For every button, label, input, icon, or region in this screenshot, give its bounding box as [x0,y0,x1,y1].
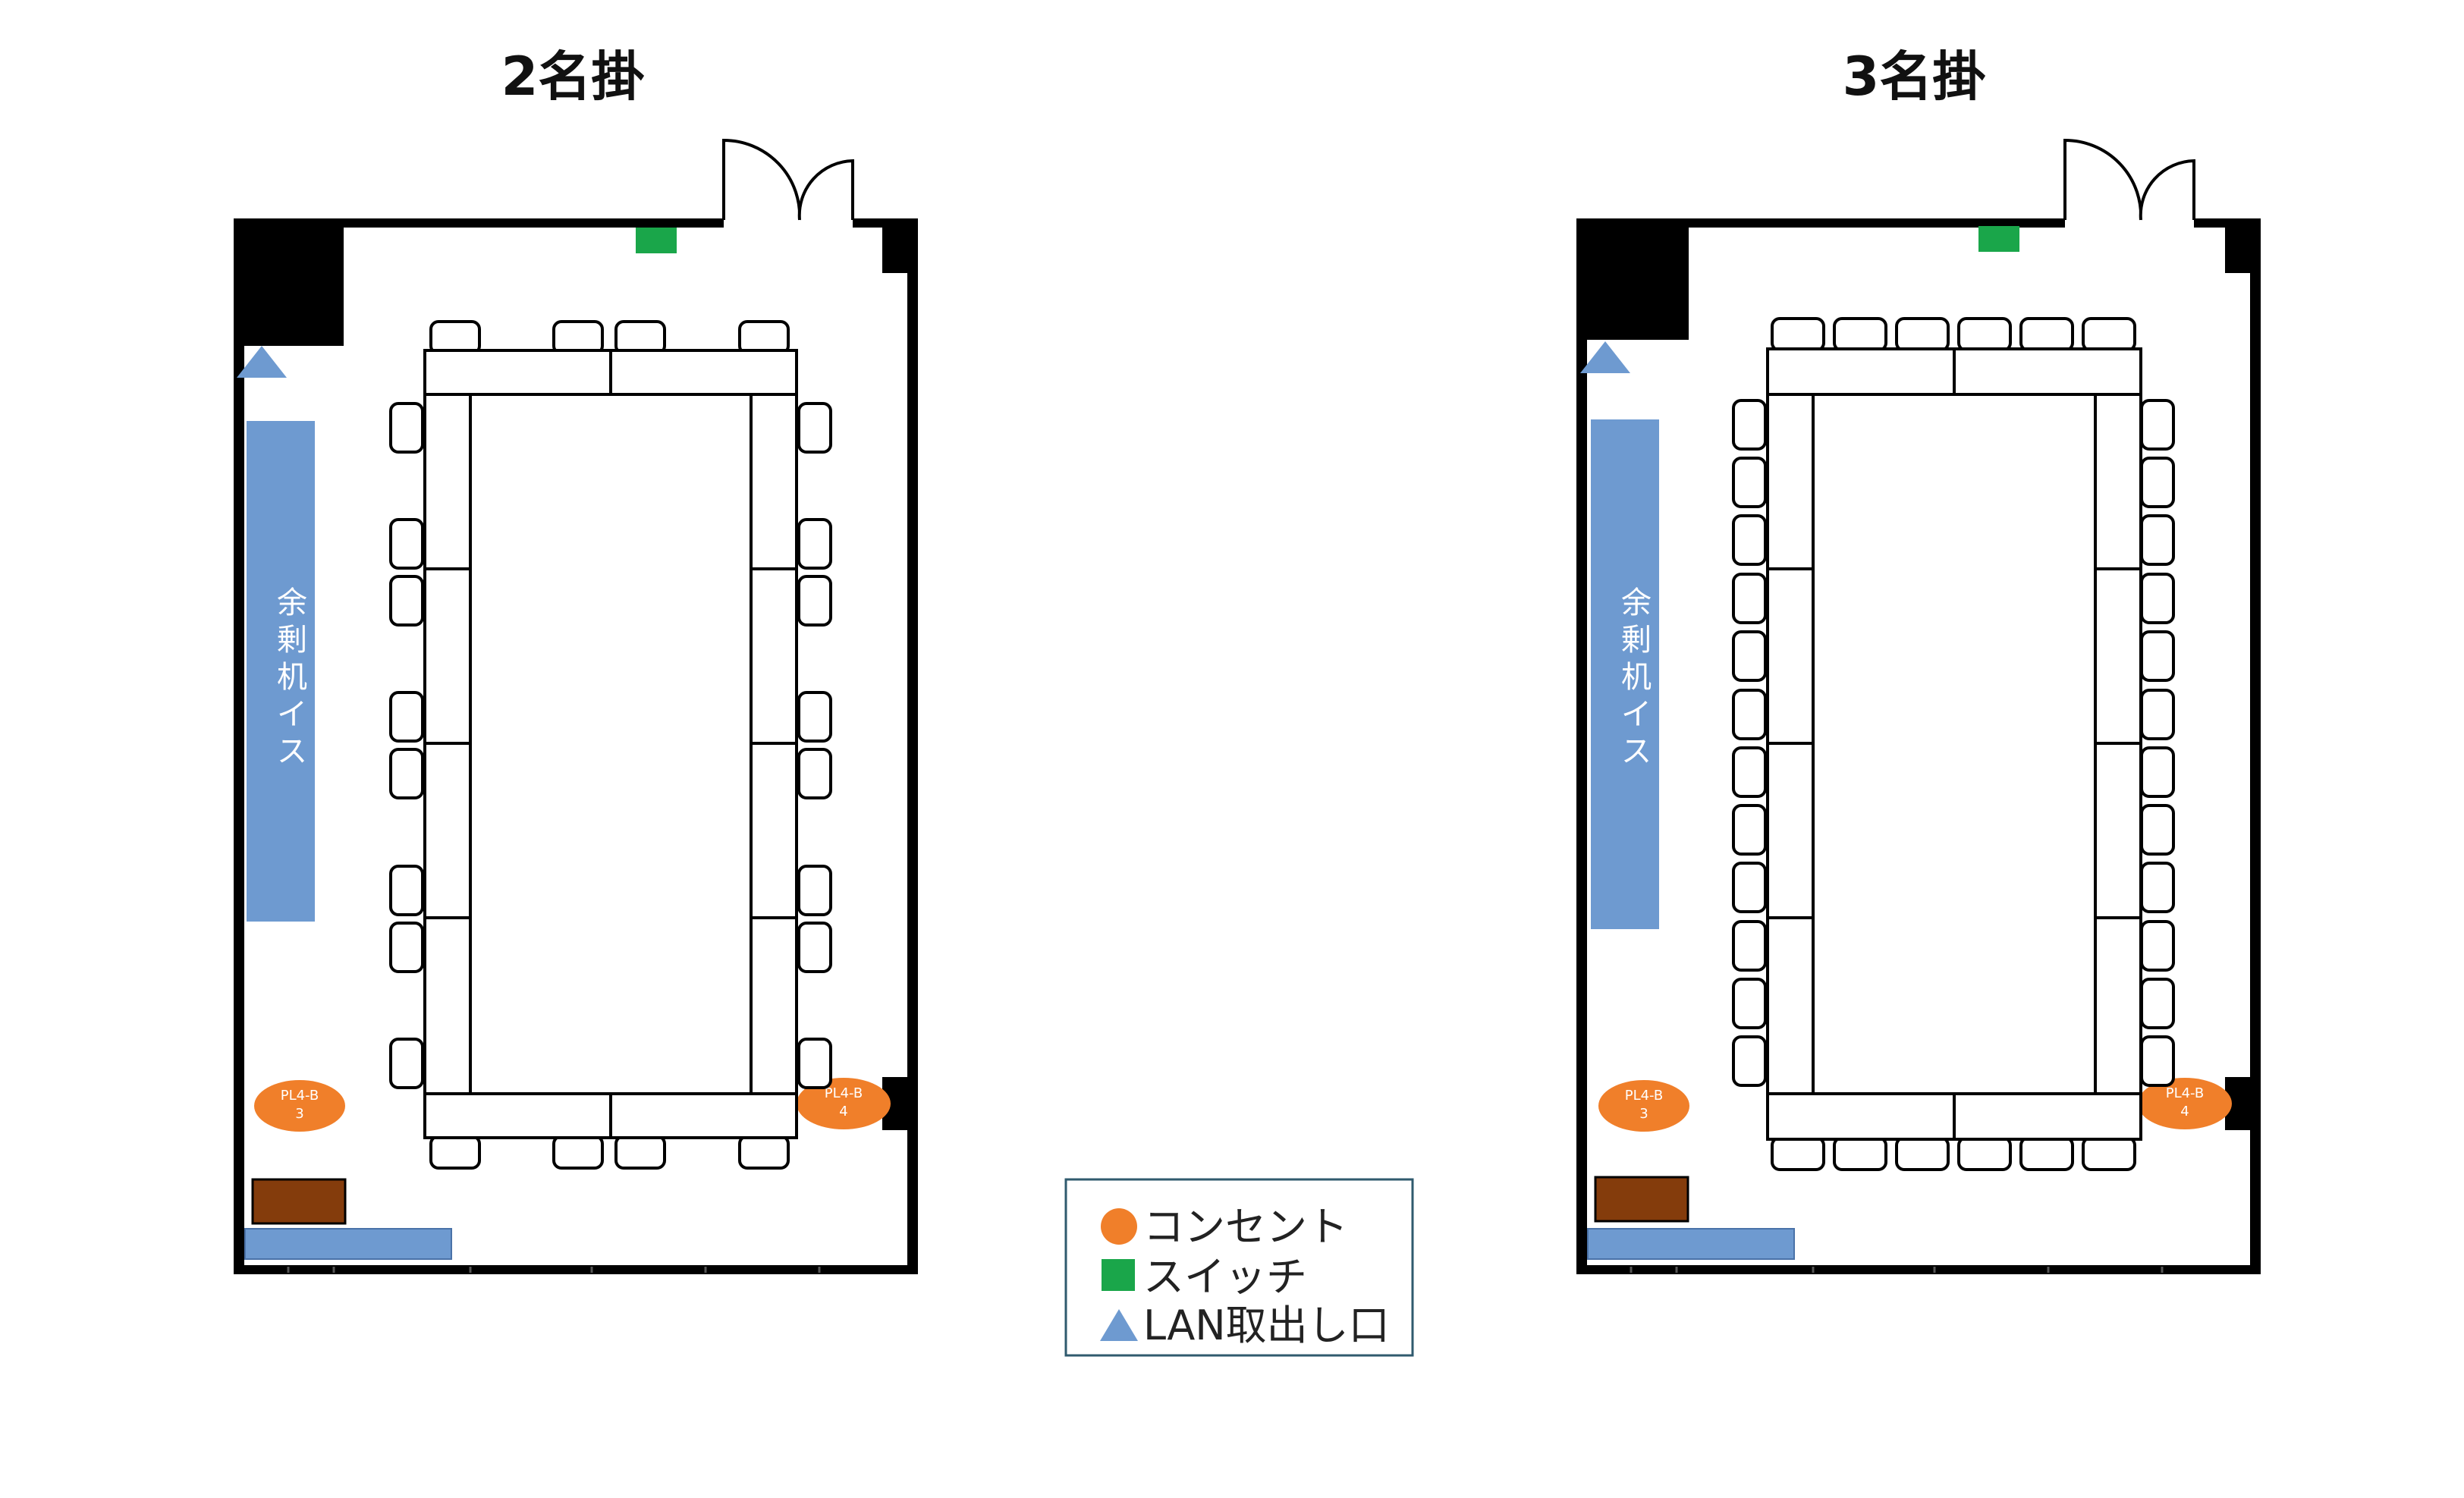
spare-label: 剰 [277,623,307,658]
outlet-icon: PL4-B 3 [254,1080,345,1132]
svg-text:PL4-B: PL4-B [281,1088,319,1104]
plan-title: 2名掛 [501,46,645,108]
chairs [1732,317,2175,1171]
spare-label: 余 [1621,586,1652,620]
switch-legend-icon [1102,1259,1135,1291]
lan-outlet-icon [237,346,287,378]
svg-text:PL4-B: PL4-B [825,1085,863,1101]
svg-text:3: 3 [295,1106,303,1122]
switch-icon [636,228,677,253]
outlet-legend-icon [1101,1208,1137,1245]
spare-label: イ [277,697,307,732]
switch-icon [1978,226,2019,252]
spare-label: 机 [1621,660,1652,695]
counter-cabinet [1594,1176,1689,1223]
floor-plan-2-seat: 2名掛 余 剰 机 イ ス PL4-B 3 [234,46,918,1274]
legend-label: LAN取出し口 [1143,1302,1390,1349]
outlet-icon: PL4-B 4 [797,1078,891,1129]
spare-label: 余 [277,586,307,620]
spare-label: 机 [277,660,307,695]
svg-text:4: 4 [839,1104,847,1120]
chairs [389,320,832,1170]
legend-label: コンセント [1143,1203,1348,1251]
svg-text:PL4-B: PL4-B [1625,1088,1664,1104]
spare-label: ス [1621,734,1652,769]
svg-text:4: 4 [2180,1104,2189,1120]
spare-desks-area: 余 剰 机 イ ス [247,421,315,922]
conference-table [1732,317,2175,1171]
desks [1766,347,2142,1141]
legend-item-switch: スイッチ [1102,1253,1307,1301]
spare-desks-area: 余 剰 机 イ ス [1591,419,1659,929]
counter-cabinet [251,1178,347,1225]
legend-item-lan: LAN取出し口 [1100,1302,1390,1349]
lan-outlet-icon [1580,341,1630,373]
legend: コンセント スイッチ LAN取出し口 [1064,1178,1414,1357]
sideboard [1587,1228,1795,1260]
door-icon [2063,138,2195,228]
conference-table [389,320,832,1170]
svg-text:3: 3 [1639,1106,1648,1122]
outlet-icon: PL4-B 4 [2138,1078,2232,1129]
spare-label: 剰 [1621,623,1652,658]
floor-plan-3-seat: 3名掛 余 剰 机 イ ス PL4-B 3 [1576,46,2261,1274]
legend-label: スイッチ [1143,1253,1307,1301]
baseboard-ticks [287,1267,821,1273]
outlet-icon: PL4-B 3 [1598,1080,1689,1132]
desks [423,349,798,1139]
lan-legend-icon [1100,1309,1138,1341]
door-icon [722,138,854,228]
spare-label: ス [277,734,307,769]
svg-text:PL4-B: PL4-B [2166,1085,2205,1101]
plan-title: 3名掛 [1843,46,1986,108]
spare-label: イ [1621,697,1652,732]
baseboard-ticks [1630,1267,2164,1273]
legend-item-outlet: コンセント [1101,1203,1348,1251]
sideboard [244,1228,452,1260]
